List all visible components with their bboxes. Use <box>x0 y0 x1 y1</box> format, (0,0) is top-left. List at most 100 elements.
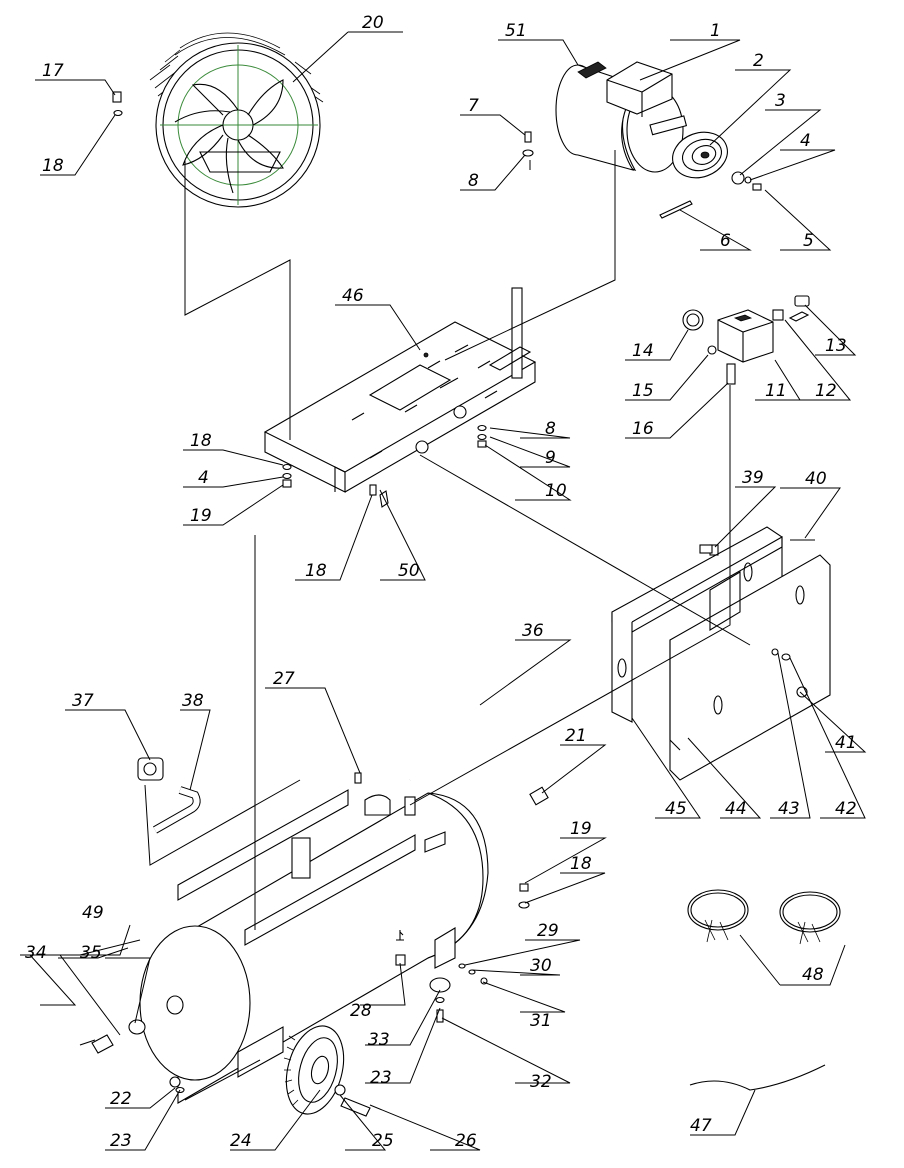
callout-4-base: 4 <box>198 468 209 488</box>
nut-25 <box>334 1084 346 1096</box>
callout-18-base-left: 18 <box>190 431 212 451</box>
nut-19-right <box>519 883 529 892</box>
callout-10: 10 <box>545 481 567 501</box>
washer-4-left <box>282 472 292 480</box>
callout-40: 40 <box>805 469 827 489</box>
belt-guard <box>611 526 831 781</box>
key-6 <box>659 200 693 219</box>
callout-42: 42 <box>835 799 857 819</box>
washer-23-foot <box>435 996 445 1004</box>
washer-42 <box>781 653 791 661</box>
callout-18: 18 <box>42 156 64 176</box>
callout-32: 32 <box>530 1072 552 1092</box>
base-plate <box>263 287 537 493</box>
callout-20: 20 <box>362 13 384 33</box>
drain-valve-34 <box>91 1034 114 1054</box>
callout-13: 13 <box>825 336 847 356</box>
callout-34: 34 <box>25 943 47 963</box>
washer-18-base <box>369 484 377 496</box>
callout-18-base: 18 <box>305 561 327 581</box>
plug-27 <box>354 772 362 784</box>
callout-35: 35 <box>80 943 102 963</box>
washer-3 <box>731 171 745 185</box>
callout-16: 16 <box>632 419 654 439</box>
callout-2: 2 <box>753 51 764 71</box>
callout-1: 1 <box>710 21 721 41</box>
electric-motor <box>555 61 688 173</box>
washer-8 <box>522 149 534 157</box>
callout-26: 26 <box>455 1131 477 1151</box>
callout-50: 50 <box>398 561 420 581</box>
nut-10-base <box>477 440 487 448</box>
pipe-38 <box>153 787 200 833</box>
washer-9-base <box>477 433 487 441</box>
callout-24: 24 <box>230 1131 252 1151</box>
callout-4: 4 <box>800 131 811 151</box>
callout-18-tank: 18 <box>570 854 592 874</box>
callout-5: 5 <box>803 231 814 251</box>
callout-38: 38 <box>182 691 204 711</box>
screw-43 <box>771 648 779 656</box>
callout-29: 29 <box>537 921 559 941</box>
clip-39 <box>699 544 713 554</box>
wheel-24 <box>283 1025 345 1115</box>
callout-41: 41 <box>835 733 857 753</box>
callout-31: 31 <box>530 1011 552 1031</box>
callout-22: 22 <box>110 1089 132 1109</box>
callout-44: 44 <box>725 799 747 819</box>
callout-30: 30 <box>530 956 552 976</box>
callout-19-base: 19 <box>190 506 212 526</box>
washer-29 <box>458 963 466 969</box>
callout-51: 51 <box>505 21 527 41</box>
handle-36 <box>407 690 517 818</box>
callout-45: 45 <box>665 799 687 819</box>
callout-46: 46 <box>342 286 364 306</box>
callout-36: 36 <box>522 621 544 641</box>
bushing-35 <box>128 1019 146 1035</box>
callout-23-foot: 23 <box>370 1068 392 1088</box>
rubber-foot-33 <box>429 977 451 993</box>
pump-flywheel-assembly <box>149 32 324 208</box>
callout-15: 15 <box>632 381 654 401</box>
axle-26 <box>340 1097 371 1117</box>
washer-18-left <box>282 463 292 471</box>
callout-19-tank: 19 <box>570 819 592 839</box>
callout-28: 28 <box>350 1001 372 1021</box>
washer-8-base <box>477 424 487 432</box>
bolt-7 <box>524 131 532 143</box>
check-valve-37 <box>137 757 164 781</box>
wire-coils-48 <box>687 889 841 945</box>
washer-18-top <box>113 109 123 117</box>
callout-9: 9 <box>545 448 556 468</box>
bolt-5 <box>752 183 762 191</box>
callout-27: 27 <box>273 669 295 689</box>
callout-8-base: 8 <box>545 419 556 439</box>
callout-33: 33 <box>368 1030 390 1050</box>
callout-37: 37 <box>72 691 94 711</box>
callout-6: 6 <box>720 231 731 251</box>
callout-12: 12 <box>815 381 837 401</box>
callout-49: 49 <box>82 903 104 923</box>
callout-17: 17 <box>42 61 64 81</box>
nut-22 <box>169 1076 181 1088</box>
assembly-lines <box>144 150 751 1101</box>
pressure-switch-assembly <box>682 295 810 385</box>
hose-47 <box>689 1064 826 1091</box>
bolt-17 <box>112 91 122 103</box>
callout-23: 23 <box>110 1131 132 1151</box>
callout-21: 21 <box>565 726 587 746</box>
callout-11: 11 <box>765 381 787 401</box>
callout-leaders <box>20 31 867 1151</box>
callout-14: 14 <box>632 341 654 361</box>
air-tank <box>139 789 489 1104</box>
callout-7: 7 <box>468 96 479 116</box>
callout-8: 8 <box>468 171 479 191</box>
motor-pulley <box>672 131 728 179</box>
nut-19-left <box>282 479 292 488</box>
washer-18-right <box>518 901 530 909</box>
callout-labels: 17 18 20 51 1 2 3 4 5 6 7 8 46 13 12 11 … <box>25 13 857 1151</box>
callout-48: 48 <box>802 965 824 985</box>
callout-25: 25 <box>372 1131 394 1151</box>
callout-43: 43 <box>778 799 800 819</box>
bolt-32 <box>436 1009 444 1023</box>
